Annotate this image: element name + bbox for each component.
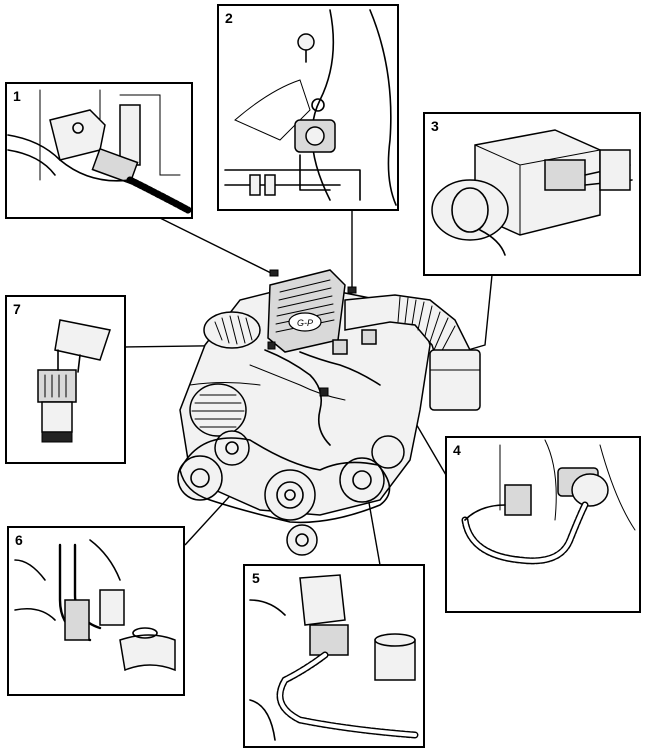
intake-cover-ribs: [275, 279, 335, 333]
inset-7: 7: [5, 295, 126, 464]
inset-6-hose: [119, 634, 176, 672]
alternator: [189, 383, 247, 437]
alternator-fins: [191, 394, 245, 428]
callout-4-number: 4: [453, 442, 461, 458]
pulley-right: [339, 457, 385, 503]
callout-7-number: 7: [13, 301, 21, 317]
inset-6-sensor: [64, 599, 90, 641]
callout-6-number: 6: [15, 532, 23, 548]
engine-badge: [288, 312, 322, 332]
inset-6: 6: [7, 526, 185, 696]
pulley-idler: [371, 435, 405, 469]
inset-6-frame: [7, 526, 185, 696]
inset-7-sensor-body: [41, 401, 73, 433]
inset-1-bracket: [119, 104, 141, 166]
inset-2-bolt: [297, 33, 315, 51]
leader-line-1: [159, 217, 276, 276]
inset-5: 5: [243, 564, 425, 748]
inset-5-connector: [309, 624, 349, 656]
pulley-lower: [286, 524, 318, 556]
inset-6-connector: [99, 589, 125, 626]
air-filter-housing: [429, 349, 481, 411]
engine-sensor-point-1: [269, 269, 279, 277]
inset-7-connector: [37, 369, 77, 403]
inset-1-connector: [91, 147, 139, 185]
inset-5-sensor-body: [299, 574, 346, 626]
inset-7-connector-pins: [44, 374, 67, 398]
inset-3-connector: [544, 159, 586, 191]
inset-1-sensor-body: [49, 109, 106, 161]
engine-sensor-point-5: [332, 339, 348, 355]
callout-2-number: 2: [225, 10, 233, 26]
engine-sensor-point-7: [267, 341, 276, 350]
inset-3-intake-hose: [431, 179, 509, 241]
engine-sensor-point-2: [347, 286, 357, 294]
inset-4: 4: [445, 436, 641, 613]
fan-fins: [214, 315, 253, 345]
inset-3: 3: [423, 112, 641, 276]
inset-7-pipe: [54, 319, 111, 361]
inset-4-connector: [504, 484, 532, 516]
engine-sensor-point-4: [361, 329, 377, 345]
inset-4-frame: [445, 436, 641, 613]
inset-1: 1: [5, 82, 193, 219]
engine-assembly: G-P: [177, 269, 481, 556]
crank-pulley: [264, 469, 316, 521]
callout-5-number: 5: [252, 570, 260, 586]
drive-belt: [179, 437, 391, 524]
callout-1-number: 1: [13, 88, 21, 104]
pulley-upper: [214, 430, 250, 466]
pulley-left: [177, 455, 223, 501]
inset-1-cable: [126, 176, 192, 214]
callout-3-number: 3: [431, 118, 439, 134]
fan-housing: [203, 311, 261, 349]
duct-corrugations: [397, 296, 456, 359]
engine-sensor-point-6: [319, 387, 329, 397]
leader-line-3: [467, 274, 493, 351]
engine-badge-text: G-P: [297, 318, 313, 328]
inset-2: 2: [217, 4, 399, 211]
